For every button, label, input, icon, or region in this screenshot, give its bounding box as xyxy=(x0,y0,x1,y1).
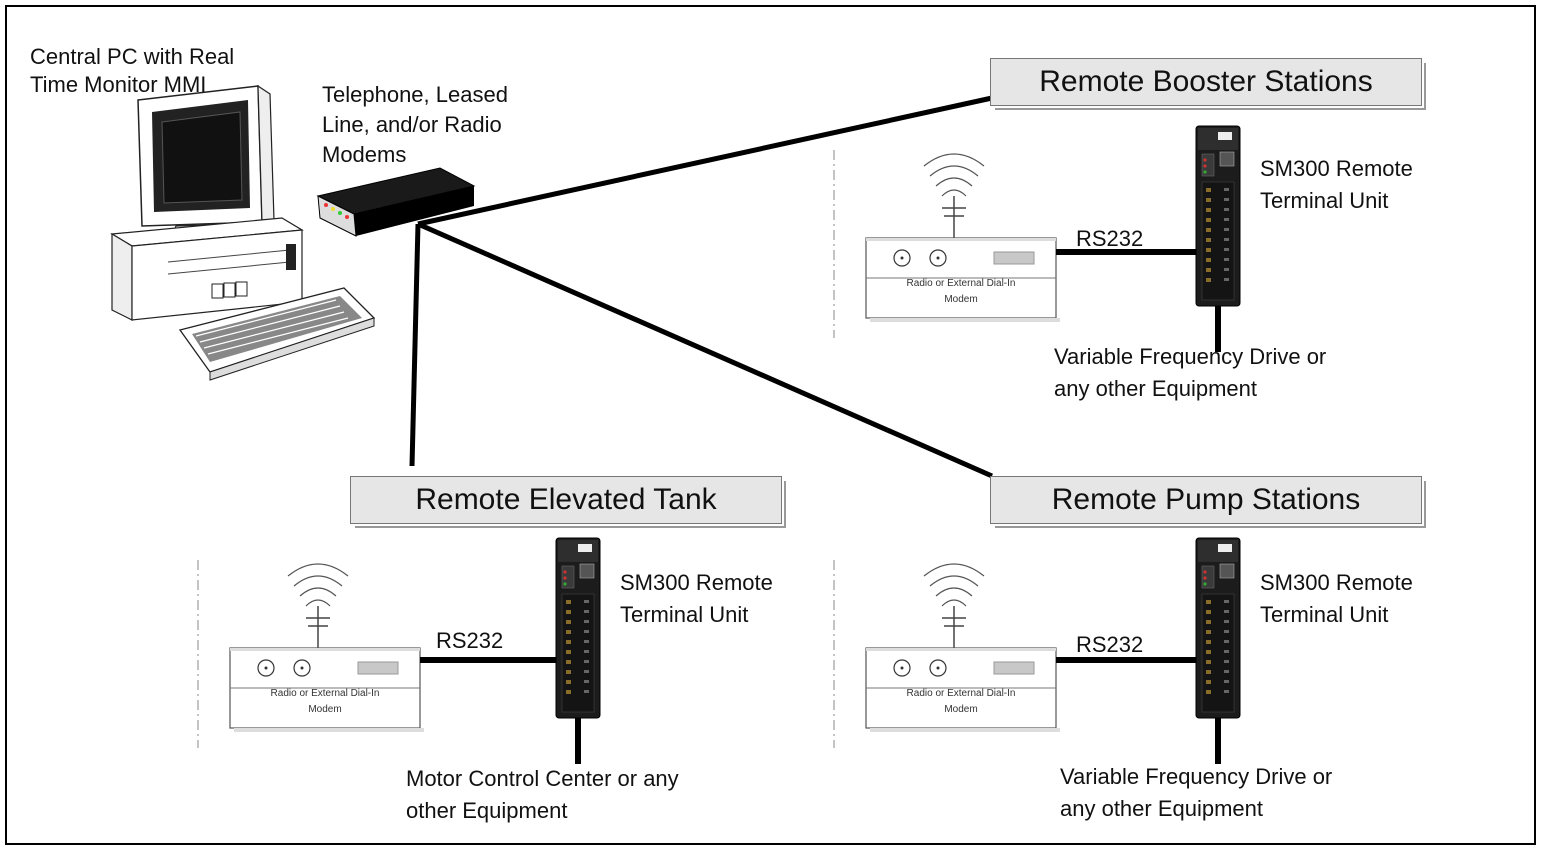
booster-rtu-icon xyxy=(1195,125,1241,307)
booster-rtu-label-2: Terminal Unit xyxy=(1260,188,1389,213)
tank-radio-modem-icon xyxy=(197,559,425,749)
central-pc-label-line2: Time Monitor MMI xyxy=(30,72,207,97)
tank-equipment-label-2: other Equipment xyxy=(406,798,568,823)
tank-equipment: Radio or External Dial-In Modem xyxy=(197,537,601,764)
modems-label-line1: Telephone, Leased xyxy=(322,82,508,107)
booster-equipment: Radio or External Dial-In Modem xyxy=(833,125,1241,352)
pump-rtu-label-2: Terminal Unit xyxy=(1260,602,1389,627)
tank-link-label: RS232 xyxy=(436,628,504,653)
booster-modem-label-2: Modem xyxy=(944,294,977,305)
pump-rtu-icon xyxy=(1195,537,1241,719)
pump-equipment-label-1: Variable Frequency Drive or xyxy=(1060,764,1333,789)
modems-label-line2: Line, and/or Radio xyxy=(322,112,502,137)
pump-link-label: RS232 xyxy=(1076,632,1144,657)
pump-equipment-label-2: any other Equipment xyxy=(1060,796,1264,821)
booster-equipment-label-1: Variable Frequency Drive or xyxy=(1054,344,1327,369)
booster-modem-label-1: Radio or External Dial-In xyxy=(907,278,1016,289)
tank-modem-label-2: Modem xyxy=(308,704,341,715)
tank-modem-label-1: Radio or External Dial-In xyxy=(271,688,380,699)
central-pc-label-line1: Central PC with Real xyxy=(30,44,235,69)
tank-rtu-label-1: SM300 Remote xyxy=(620,570,773,595)
booster-equipment-label-2: any other Equipment xyxy=(1054,376,1258,401)
pump-rtu-label-1: SM300 Remote xyxy=(1260,570,1413,595)
pump-modem-label-2: Modem xyxy=(944,704,977,715)
central-pc-icon xyxy=(110,84,376,381)
booster-radio-modem-icon xyxy=(833,149,1061,339)
booster-rtu-label-1: SM300 Remote xyxy=(1260,156,1413,181)
booster-station-title: Remote Booster Stations xyxy=(990,58,1426,110)
tank-equipment-label-1: Motor Control Center or any xyxy=(406,766,679,791)
pump-radio-modem-icon xyxy=(833,559,1061,749)
tank-station-title: Remote Elevated Tank xyxy=(350,476,786,528)
tank-rtu-icon xyxy=(555,537,601,719)
diagram-frame xyxy=(5,5,1536,845)
comm-links xyxy=(409,95,994,479)
modems-label-line3: Modems xyxy=(322,142,407,167)
pump-modem-label-1: Radio or External Dial-In xyxy=(907,688,1016,699)
booster-link-label: RS232 xyxy=(1076,226,1144,251)
central-modem-icon xyxy=(316,167,476,237)
tank-rtu-label-2: Terminal Unit xyxy=(620,602,749,627)
pump-equipment: Radio or External Dial-In Modem xyxy=(833,537,1241,764)
pump-station-title: Remote Pump Stations xyxy=(990,476,1426,528)
